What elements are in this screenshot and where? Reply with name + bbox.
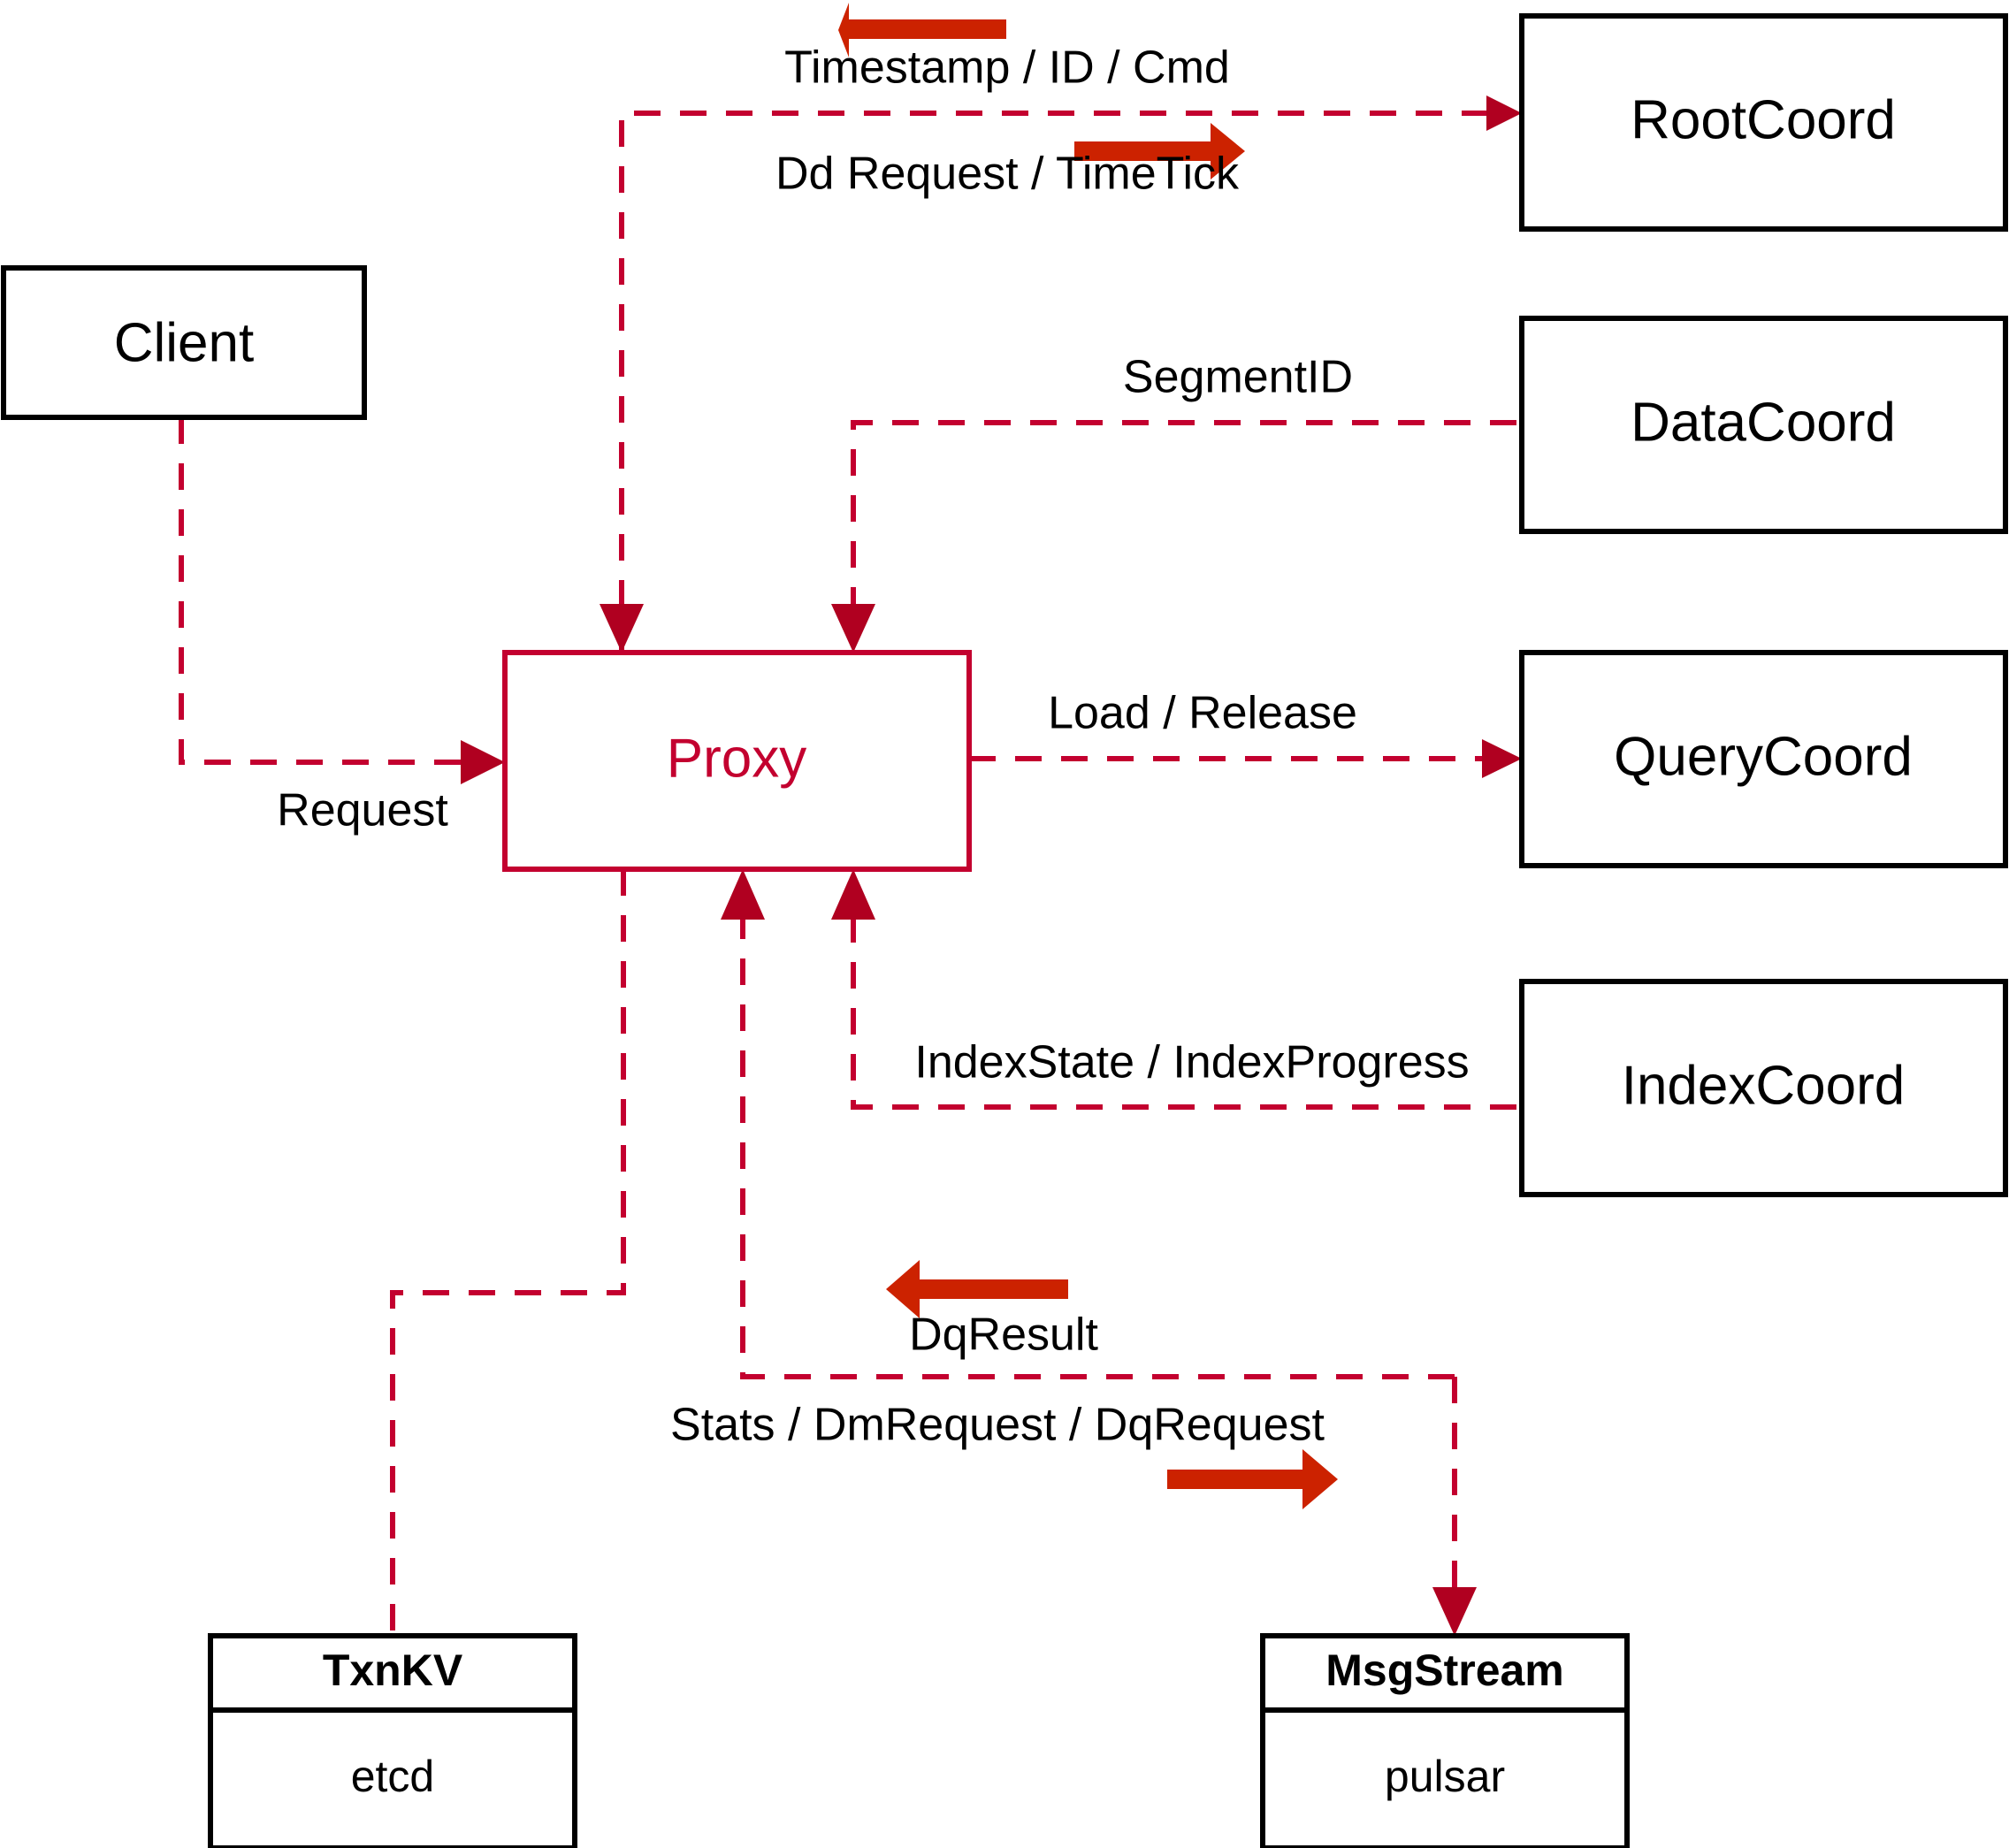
edge-label-dq-result: DqResult — [909, 1310, 1098, 1361]
query-coord-box[interactable] — [1519, 650, 2008, 868]
node-proxy[interactable]: Proxy — [502, 650, 972, 872]
direction-arrow-left-timestamp — [838, 3, 1006, 57]
root-coord-box[interactable] — [1519, 13, 2008, 232]
arrow-head-icon — [1486, 95, 1522, 131]
direction-arrow-left-dqresult — [886, 1260, 1068, 1318]
client-box[interactable] — [1, 265, 367, 420]
edge-request — [179, 417, 505, 784]
query-coord-label: QueryCoord — [1614, 726, 1913, 787]
direction-arrow-right-ddrequest — [1074, 123, 1245, 179]
edge-label-index-state-progress: IndexState / IndexProgress — [914, 1037, 1469, 1088]
edge-stats-dm-dq-request — [1432, 1377, 1477, 1636]
txn-kv-box[interactable] — [208, 1633, 577, 1848]
proxy-box[interactable] — [502, 650, 972, 872]
edge-label-load-release: Load / Release — [1048, 688, 1357, 739]
index-coord-box[interactable] — [1519, 979, 2008, 1197]
arrow-head-icon — [1432, 1587, 1477, 1636]
edge-label-timestamp-id-cmd: Timestamp / ID / Cmd — [784, 42, 1230, 94]
edge-label-stats-dm-dq-request: Stats / DmRequest / DqRequest — [670, 1400, 1325, 1451]
node-root-coord[interactable]: RootCoord — [1519, 13, 2008, 232]
node-data-coord[interactable]: DataCoord — [1519, 316, 2008, 534]
arrow-head-icon — [721, 869, 765, 920]
direction-arrow-right-dqrequest — [1167, 1449, 1338, 1509]
msg-stream-title: MsgStream — [1325, 1646, 1564, 1695]
edge-load-release — [969, 739, 1522, 778]
node-client[interactable]: Client — [1, 265, 367, 420]
edge-segment-id — [831, 420, 1516, 653]
data-coord-label: DataCoord — [1631, 392, 1896, 453]
arrow-head-icon — [600, 604, 644, 653]
edge-timestamp-id-cmd — [600, 604, 644, 653]
node-index-coord[interactable]: IndexCoord — [1519, 979, 2008, 1197]
edge-dq-result — [721, 869, 1455, 1379]
edge-dd-request-timetick — [619, 95, 1522, 653]
txn-kv-impl: etcd — [351, 1752, 435, 1801]
node-query-coord[interactable]: QueryCoord — [1519, 650, 2008, 868]
node-msg-stream[interactable]: MsgStream pulsar — [1260, 1633, 1630, 1848]
msg-stream-impl: pulsar — [1385, 1752, 1505, 1801]
edge-txnkv-link — [390, 869, 626, 1636]
arrow-head-icon — [1482, 739, 1522, 778]
root-coord-label: RootCoord — [1631, 89, 1896, 150]
edge-label-request: Request — [277, 785, 448, 836]
node-txn-kv[interactable]: TxnKV etcd — [208, 1633, 577, 1848]
index-coord-label: IndexCoord — [1622, 1055, 1906, 1116]
msg-stream-box[interactable] — [1260, 1633, 1630, 1848]
arrow-head-icon — [461, 740, 505, 784]
edge-label-dd-request-timetick: Dd Request / TimeTick — [775, 149, 1240, 200]
txn-kv-title: TxnKV — [323, 1646, 463, 1695]
edge-index-state-progress — [831, 869, 1516, 1110]
arrow-head-icon — [831, 869, 875, 920]
proxy-label: Proxy — [667, 728, 806, 789]
edge-label-segment-id: SegmentID — [1123, 352, 1353, 403]
data-coord-box[interactable] — [1519, 316, 2008, 534]
client-label: Client — [114, 312, 255, 373]
arrow-head-icon — [831, 604, 875, 653]
